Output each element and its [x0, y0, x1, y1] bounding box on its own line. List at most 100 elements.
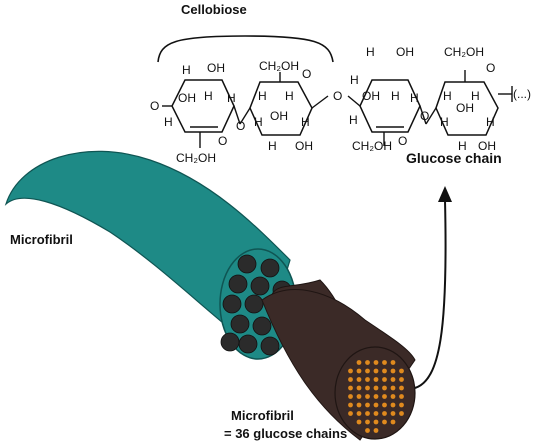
atom-O: O: [486, 61, 495, 75]
glucose-chain-end: [365, 368, 370, 374]
atom-O: O: [218, 134, 227, 148]
atom-CH2OH: CH₂OH: [352, 139, 392, 153]
atom-O: O: [420, 109, 429, 123]
glucose-chain-end: [356, 368, 362, 374]
glucose-chain-end: [356, 411, 362, 416]
atom-H: H: [164, 115, 173, 129]
atom-O: O: [398, 134, 407, 148]
atom-H: H: [227, 91, 236, 105]
microfibril-strand: [252, 316, 272, 336]
glucose-chain-end: [373, 368, 379, 374]
glucose-chain-dots: [348, 360, 404, 433]
glucose-chain-end: [356, 419, 362, 425]
glucose-chain-end: [399, 368, 404, 374]
microfibril-count-label-line1: Microfibril: [231, 408, 294, 423]
glucose-chain-end: [382, 368, 387, 374]
microfibril-strand: [260, 336, 280, 356]
microfibril-strand: [238, 334, 258, 354]
glucose-chain-end: [399, 402, 404, 408]
atom-H: H: [204, 89, 213, 103]
microfibril-count-label-line2: = 36 glucose chains: [224, 426, 347, 441]
pointer-arrow: [414, 199, 447, 389]
atom-H: H: [486, 115, 495, 129]
microfibril-strand: [250, 276, 270, 296]
chain-ellipsis: (...): [513, 87, 531, 101]
glucose-ring-1: [171, 79, 235, 133]
glucose-chain-end: [373, 385, 379, 391]
glucose-chain-end: [348, 368, 353, 374]
atom-H: H: [285, 89, 294, 103]
glucose-chain-label: Glucose chain: [406, 150, 502, 166]
atom-H: H: [410, 91, 419, 105]
glucose-chain-end: [390, 385, 396, 391]
glucose-chain-end: [365, 394, 370, 399]
microfibril-label: Microfibril: [10, 232, 73, 247]
glucose-chain-end: [373, 419, 379, 425]
atom-OH: OH: [270, 109, 288, 123]
atom-CH2OH: CH₂OH: [259, 59, 299, 73]
atom-H: H: [258, 89, 267, 103]
microfibril-strand: [228, 274, 248, 294]
glucose-chain-end: [382, 385, 387, 391]
glucose-chain-end: [373, 360, 379, 365]
glucose-chain-end: [382, 377, 387, 382]
glucose-chain-end: [373, 428, 379, 433]
atom-H: H: [458, 139, 467, 153]
glucose-chain-end: [356, 394, 362, 399]
atom-O: O: [302, 67, 311, 81]
glucose-chain-end: [365, 377, 370, 382]
glucose-chain-end: [365, 385, 370, 391]
glucose-chain-end: [390, 411, 396, 416]
atom-CH2OH: CH₂OH: [176, 151, 216, 165]
atom-H: H: [268, 139, 277, 153]
glucose-chain-end: [373, 394, 379, 399]
glucose-chain-end: [348, 385, 353, 391]
atom-OH: OH: [396, 45, 414, 59]
microfibril-strand: [220, 332, 240, 352]
bonds: [162, 70, 513, 148]
atom-OH: OH: [456, 101, 474, 115]
atom-OH: OH: [362, 89, 380, 103]
glucose-chain-end: [390, 368, 396, 374]
glucose-chain-end: [399, 411, 404, 416]
ring-2-atoms: CH₂OH O H H OH H H H OH: [254, 59, 313, 153]
atom-H: H: [182, 63, 191, 77]
atom-O: O: [236, 119, 245, 133]
glucose-chain-end: [348, 394, 353, 399]
microfibril-strand: [230, 314, 250, 334]
microfibril-strand: [244, 294, 264, 314]
atom-H: H: [366, 45, 375, 59]
atom-H: H: [391, 89, 400, 103]
glucose-ring-3: [359, 79, 421, 133]
glucose-chain-end: [348, 402, 353, 408]
microfibril-tube: [4, 150, 291, 353]
glucose-chain-end: [373, 377, 379, 382]
glucose-chain-end: [365, 360, 370, 365]
glucose-chain-end: [365, 419, 370, 425]
glucose-chain-end: [356, 360, 362, 365]
atom-H: H: [349, 113, 358, 127]
glucose-chain-end: [390, 402, 396, 408]
cellobiose-label: Cellobiose: [181, 2, 247, 17]
atom-CH2OH: CH₂OH: [444, 45, 484, 59]
glucose-chain-end: [365, 428, 370, 433]
ring-4-atoms: CH₂OH O O H H OH H H H OH: [420, 45, 496, 153]
ring-3-atoms: H OH H OH H H H O CH₂OH: [349, 45, 419, 153]
glucose-chain-end: [382, 419, 387, 425]
glucose-chain-end: [365, 402, 370, 408]
glucose-chain-end: [390, 394, 396, 399]
atom-H: H: [440, 115, 449, 129]
atom-H: H: [301, 115, 310, 129]
glucose-chain-end: [399, 377, 404, 382]
atom-OH: OH: [478, 139, 496, 153]
glucose-chain-end: [390, 360, 396, 365]
glucose-chain-end: [382, 402, 387, 408]
atom-H: H: [471, 89, 480, 103]
cellobiose-bracket: [157, 35, 334, 63]
atom-OH: OH: [207, 61, 225, 75]
atom-H: H: [254, 115, 263, 129]
glucose-chain-end: [356, 377, 362, 382]
ring-1-atoms: H OH OH H O H H O O CH₂OH: [150, 61, 245, 165]
